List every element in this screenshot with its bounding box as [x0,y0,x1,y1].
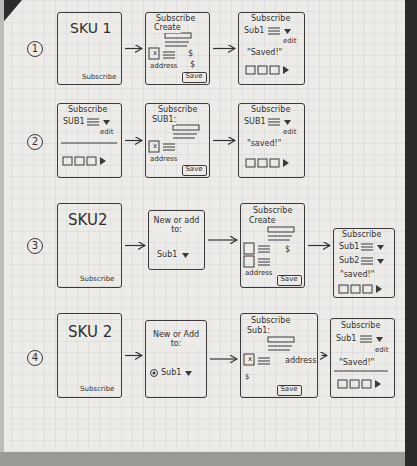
phone-frame: SKU 1 Subscribe [57,12,122,85]
wireframe-text: New or Add to: [149,331,203,349]
flow-arrow [125,48,142,49]
wireframe-text: Subscribe [342,231,381,240]
flow-arrow [308,245,330,246]
wireframe-text: Subscribe [341,322,380,331]
phone-frame: SubscribeCreate address $ Save [240,203,305,288]
wireframe-text: edit [375,347,388,355]
flow-arrow [125,245,145,246]
dialog-box: New or add to: Sub1 [148,210,205,270]
row-number: 2 [27,134,43,150]
wireframe-text: Save [183,166,205,174]
wireframe-text: Sub1 [244,27,264,36]
wireframe-text: address [150,63,178,71]
wireframe-text: $ [188,50,193,59]
phone-frame: SubscribeSUB1 edit [57,103,122,178]
wireframe-text: address [285,357,316,366]
wireframe-text: edit [283,129,296,137]
wireframe-text: Create [154,24,181,33]
wireframe-text: Subscribe [253,207,292,216]
wireframe-text: SKU2 [68,212,107,229]
wireframe-text: Create [249,217,276,226]
flow-arrow [213,140,235,141]
save-button: Save [277,275,302,286]
wireframe-text: "saved!" [340,271,374,280]
wireframe-text: Sub1: [247,327,270,336]
flow-arrow [125,140,142,141]
wireframe-text: x [153,50,157,58]
wireframe-text: Save [278,276,300,284]
wireframe-text: Sub1 [339,243,359,252]
flow-arrow [208,239,237,240]
flow-arrow [321,355,327,356]
wireframe-text: Sub2 [339,257,359,266]
phone-frame: SKU2Subscribe [57,203,122,288]
wireframe-text: Sub1 [157,251,177,260]
wireframe-text: Subscribe [156,15,195,24]
save-button: Save [182,72,207,83]
wireframe-text: "saved!" [247,140,281,149]
row-number: 4 [27,350,43,366]
wireframe-text: address [245,270,273,278]
wireframe-text: $ [245,374,249,382]
wireframe-text: Subscribe [251,317,290,326]
wireframe-text: SUB1 [63,118,85,127]
wireframe-text: $ [285,246,290,255]
wireframe-text: x [153,143,157,151]
dialog-box: New or Add to: Sub1 [145,320,207,398]
wireframe-text: Subscribe [80,276,114,284]
wireframe-text: address [150,156,178,164]
phone-frame: SubscribeCreate x $ address $ Save [145,12,210,85]
wireframe-text: edit [100,129,113,137]
wireframe-text: Save [278,386,300,394]
wireframe-text: "Saved!" [247,49,282,58]
wireframe-text: Subscribe [251,15,290,24]
wireframe-text: x [248,356,252,364]
wireframe-text: SKU 1 [70,21,111,36]
wireframe-text: SUB1: [152,116,176,125]
flow-arrow [125,355,142,356]
wireframe-text: "Saved!" [339,359,374,368]
wireframe-text: Sub1 [161,369,181,378]
wireframe-text: Subscribe [68,106,107,115]
wireframe-text: New or add to: [152,217,201,235]
save-button: Save [277,385,302,396]
phone-frame: SubscribeSub1 edit"Saved!" [330,318,395,398]
wireframe-text: Subscribe [158,106,197,115]
wireframe-text: Subscribe [82,74,116,82]
phone-frame: SubscribeSub1 edit"Saved!" [238,12,305,85]
phone-frame: SubscribeSUB1 edit"saved!" [238,103,305,178]
wireframe-text: Subscribe [251,106,290,115]
row-number: 1 [27,41,43,57]
wireframe-text: Subscribe [80,386,114,394]
flow-arrow [213,48,235,49]
phone-frame: SubscribeSub1Sub2 "saved!" [333,228,395,298]
wireframe-text: SKU 2 [68,324,112,341]
phone-frame: SubscribeSUB1: x addressSave [145,103,210,178]
wireframe-text: SUB1 [244,118,266,127]
wireframe-text: Save [183,73,205,81]
save-button: Save [182,165,207,176]
row-number: 3 [27,238,43,254]
phone-frame: SKU 2 Subscribe [57,313,122,398]
wireframe-text: edit [283,38,296,46]
phone-frame: SubscribeSub1: x address $ Save [240,313,318,398]
wireframe-text: Sub1 [336,335,356,344]
wireframe-text: $ [190,61,195,70]
flow-arrow [210,358,237,359]
